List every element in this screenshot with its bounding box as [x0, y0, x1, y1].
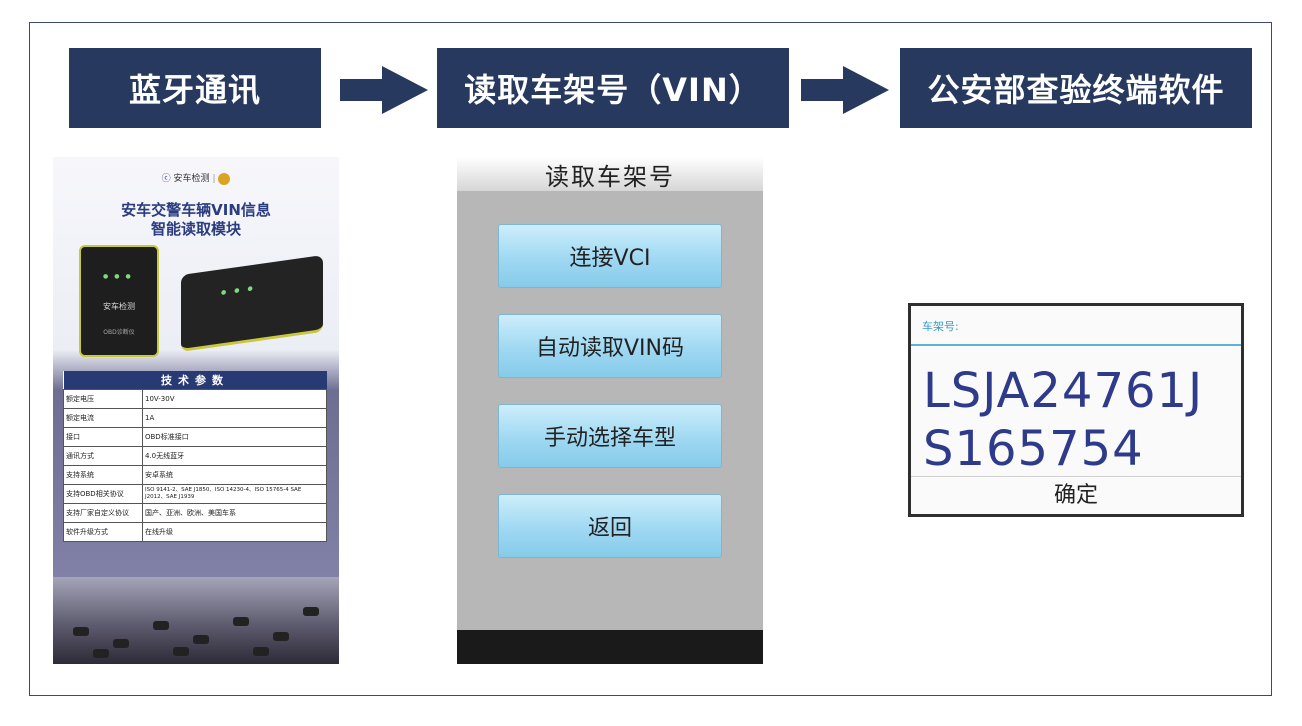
product-poster: ⓒ 安车检测 | 安车交警车辆VIN信息 智能读取模块 ●●● 安车检测 OBD… — [53, 157, 339, 664]
obd-device-side-image: ●●● — [181, 255, 323, 352]
vin-label: 车架号: — [922, 320, 959, 333]
vin-value: LSJA24761J S165754 — [923, 363, 1204, 477]
police-badge-icon — [218, 172, 231, 185]
ok-button[interactable]: 确定 — [1053, 483, 1098, 508]
poster-title: 安车交警车辆VIN信息 智能读取模块 — [121, 201, 271, 238]
table-row: 支持系统安卓系统 — [63, 465, 327, 485]
step-read-vin: 读取车架号（VIN） — [437, 48, 789, 128]
poster-brand: ⓒ 安车检测 | — [53, 171, 339, 185]
brand-logo-icon: ⓒ — [161, 174, 171, 184]
phone-nav-bar — [457, 630, 763, 664]
arrow-right-icon — [801, 66, 889, 114]
table-row: 支持厂家自定义协议国产、亚洲、欧洲、美国车系 — [63, 503, 327, 523]
step-police-terminal: 公安部查验终端软件 — [900, 48, 1252, 128]
back-button[interactable]: 返回 — [498, 494, 722, 558]
arrow-right-icon — [340, 66, 428, 114]
step-bluetooth: 蓝牙通讯 — [69, 48, 321, 128]
auto-read-vin-button[interactable]: 自动读取VIN码 — [498, 314, 722, 378]
connect-vci-button[interactable]: 连接VCI — [498, 224, 722, 288]
phone-title: 读取车架号 — [457, 157, 763, 191]
vin-dialog: 车架号: LSJA24761J S165754 确定 — [908, 303, 1244, 517]
dialog-divider — [911, 344, 1241, 346]
phone-screen: 读取车架号 连接VCI 自动读取VIN码 手动选择车型 返回 — [457, 157, 763, 664]
table-row: 软件升级方式在线升级 — [63, 522, 327, 542]
obd-device-front-image: ●●● 安车检测 OBD诊断仪 — [79, 245, 159, 357]
manual-select-model-button[interactable]: 手动选择车型 — [498, 404, 722, 468]
traffic-photo — [53, 577, 339, 664]
slide-frame — [29, 22, 1272, 696]
